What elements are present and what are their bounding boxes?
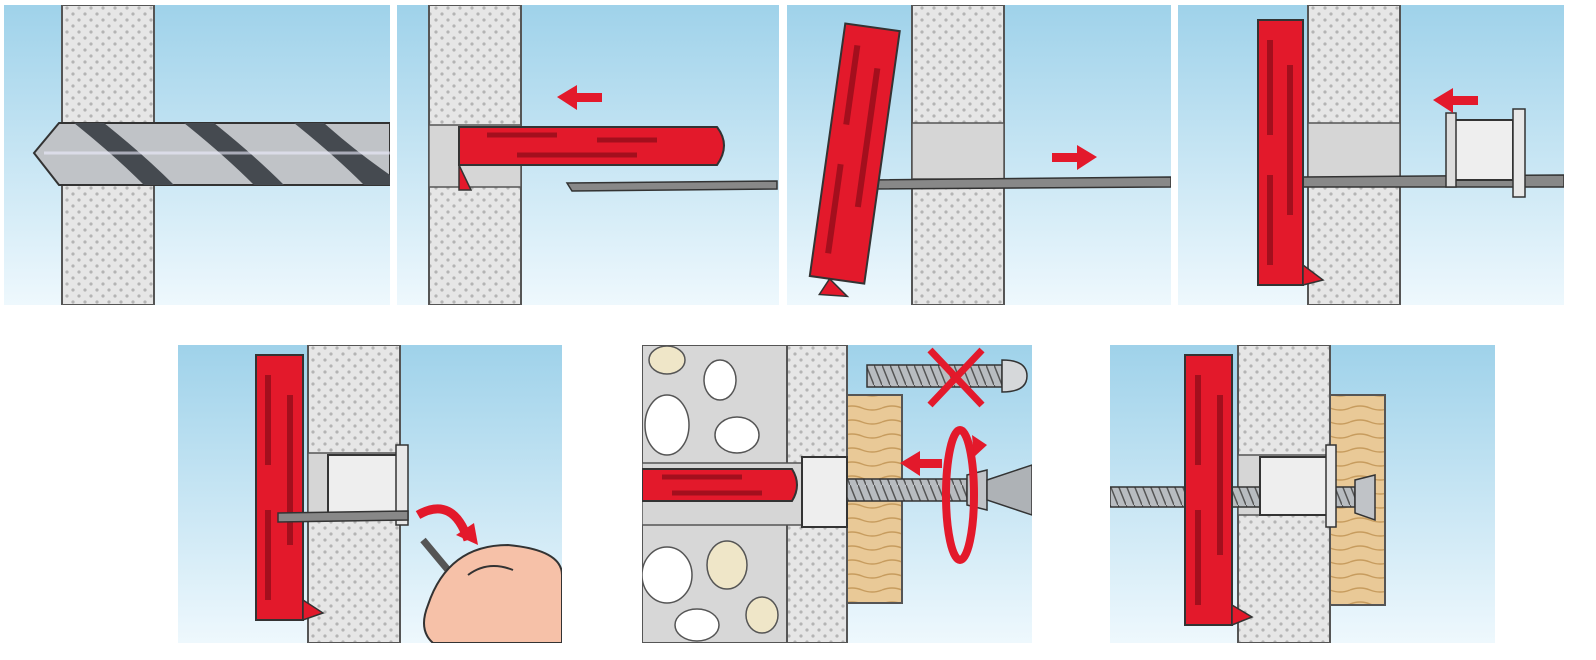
screw-icon (866, 359, 1028, 393)
strap-icon (866, 176, 1171, 190)
step-7-result-panel (1110, 345, 1495, 643)
collar-icon (327, 444, 409, 526)
forbidden-cross-icon (927, 347, 985, 408)
bore-hole (911, 122, 1005, 180)
step-5-snap-panel (178, 345, 562, 643)
anchor-icon (808, 22, 901, 298)
collar-icon (801, 456, 848, 528)
anchor-icon (458, 126, 725, 191)
arrow-left-icon (1433, 88, 1478, 113)
anchor-icon (1184, 354, 1254, 627)
step-4-collar-panel (1178, 5, 1564, 305)
step-2-insert-panel (397, 5, 779, 305)
collar-icon (1445, 108, 1526, 198)
arrow-left-icon (557, 85, 602, 110)
arrow-left-icon (900, 451, 942, 476)
anchor-icon (1257, 19, 1325, 286)
drill-bit-icon (32, 122, 390, 186)
rotation-arrow-icon (942, 426, 987, 564)
strap-icon (565, 180, 778, 192)
step-1-drill-panel (4, 5, 390, 305)
bore-hole (1307, 122, 1401, 180)
hand-icon (423, 543, 562, 643)
step-6-screw-panel (642, 345, 1032, 643)
curved-arrow-icon (415, 504, 478, 545)
screwdriver-icon (986, 464, 1032, 516)
anchor-icon (642, 468, 798, 502)
step-3-flip-panel (787, 5, 1171, 305)
arrow-right-icon (1052, 145, 1097, 170)
collar-icon (1259, 444, 1337, 528)
